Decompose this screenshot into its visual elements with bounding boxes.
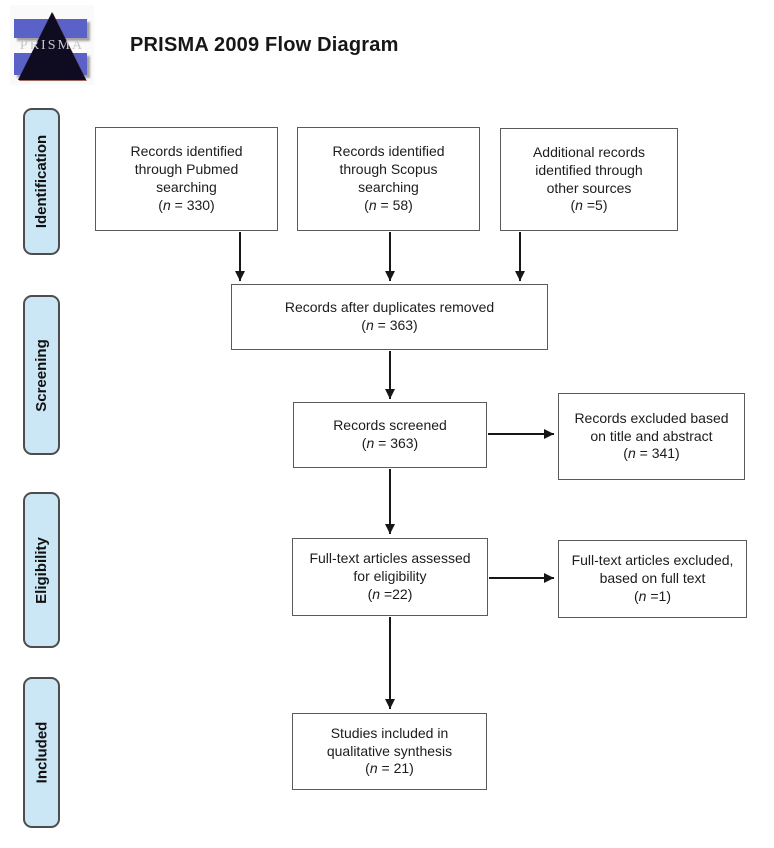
stage-label-identification: Identification bbox=[23, 108, 60, 255]
stage-label-text: Eligibility bbox=[33, 536, 50, 604]
stage-label-included: Included bbox=[23, 677, 60, 828]
stage-label-text: Identification bbox=[33, 134, 50, 229]
box-records-screened: Records screened(n = 363) bbox=[293, 402, 487, 468]
prisma-logo: PRISMA bbox=[10, 5, 94, 85]
stage-label-text: Included bbox=[33, 721, 51, 784]
prisma-logo-text: PRISMA bbox=[19, 38, 85, 53]
prisma-logo-triangle-icon bbox=[18, 12, 86, 80]
box-duplicates-removed: Records after duplicates removed(n = 363… bbox=[231, 284, 548, 350]
stage-label-screening: Screening bbox=[23, 295, 60, 455]
page-title: PRISMA 2009 Flow Diagram bbox=[130, 34, 399, 56]
box-fulltext-excluded: Full-text articles excluded,based on ful… bbox=[558, 540, 747, 618]
stage-label-eligibility: Eligibility bbox=[23, 492, 60, 648]
stage-label-text: Screening bbox=[33, 338, 50, 412]
